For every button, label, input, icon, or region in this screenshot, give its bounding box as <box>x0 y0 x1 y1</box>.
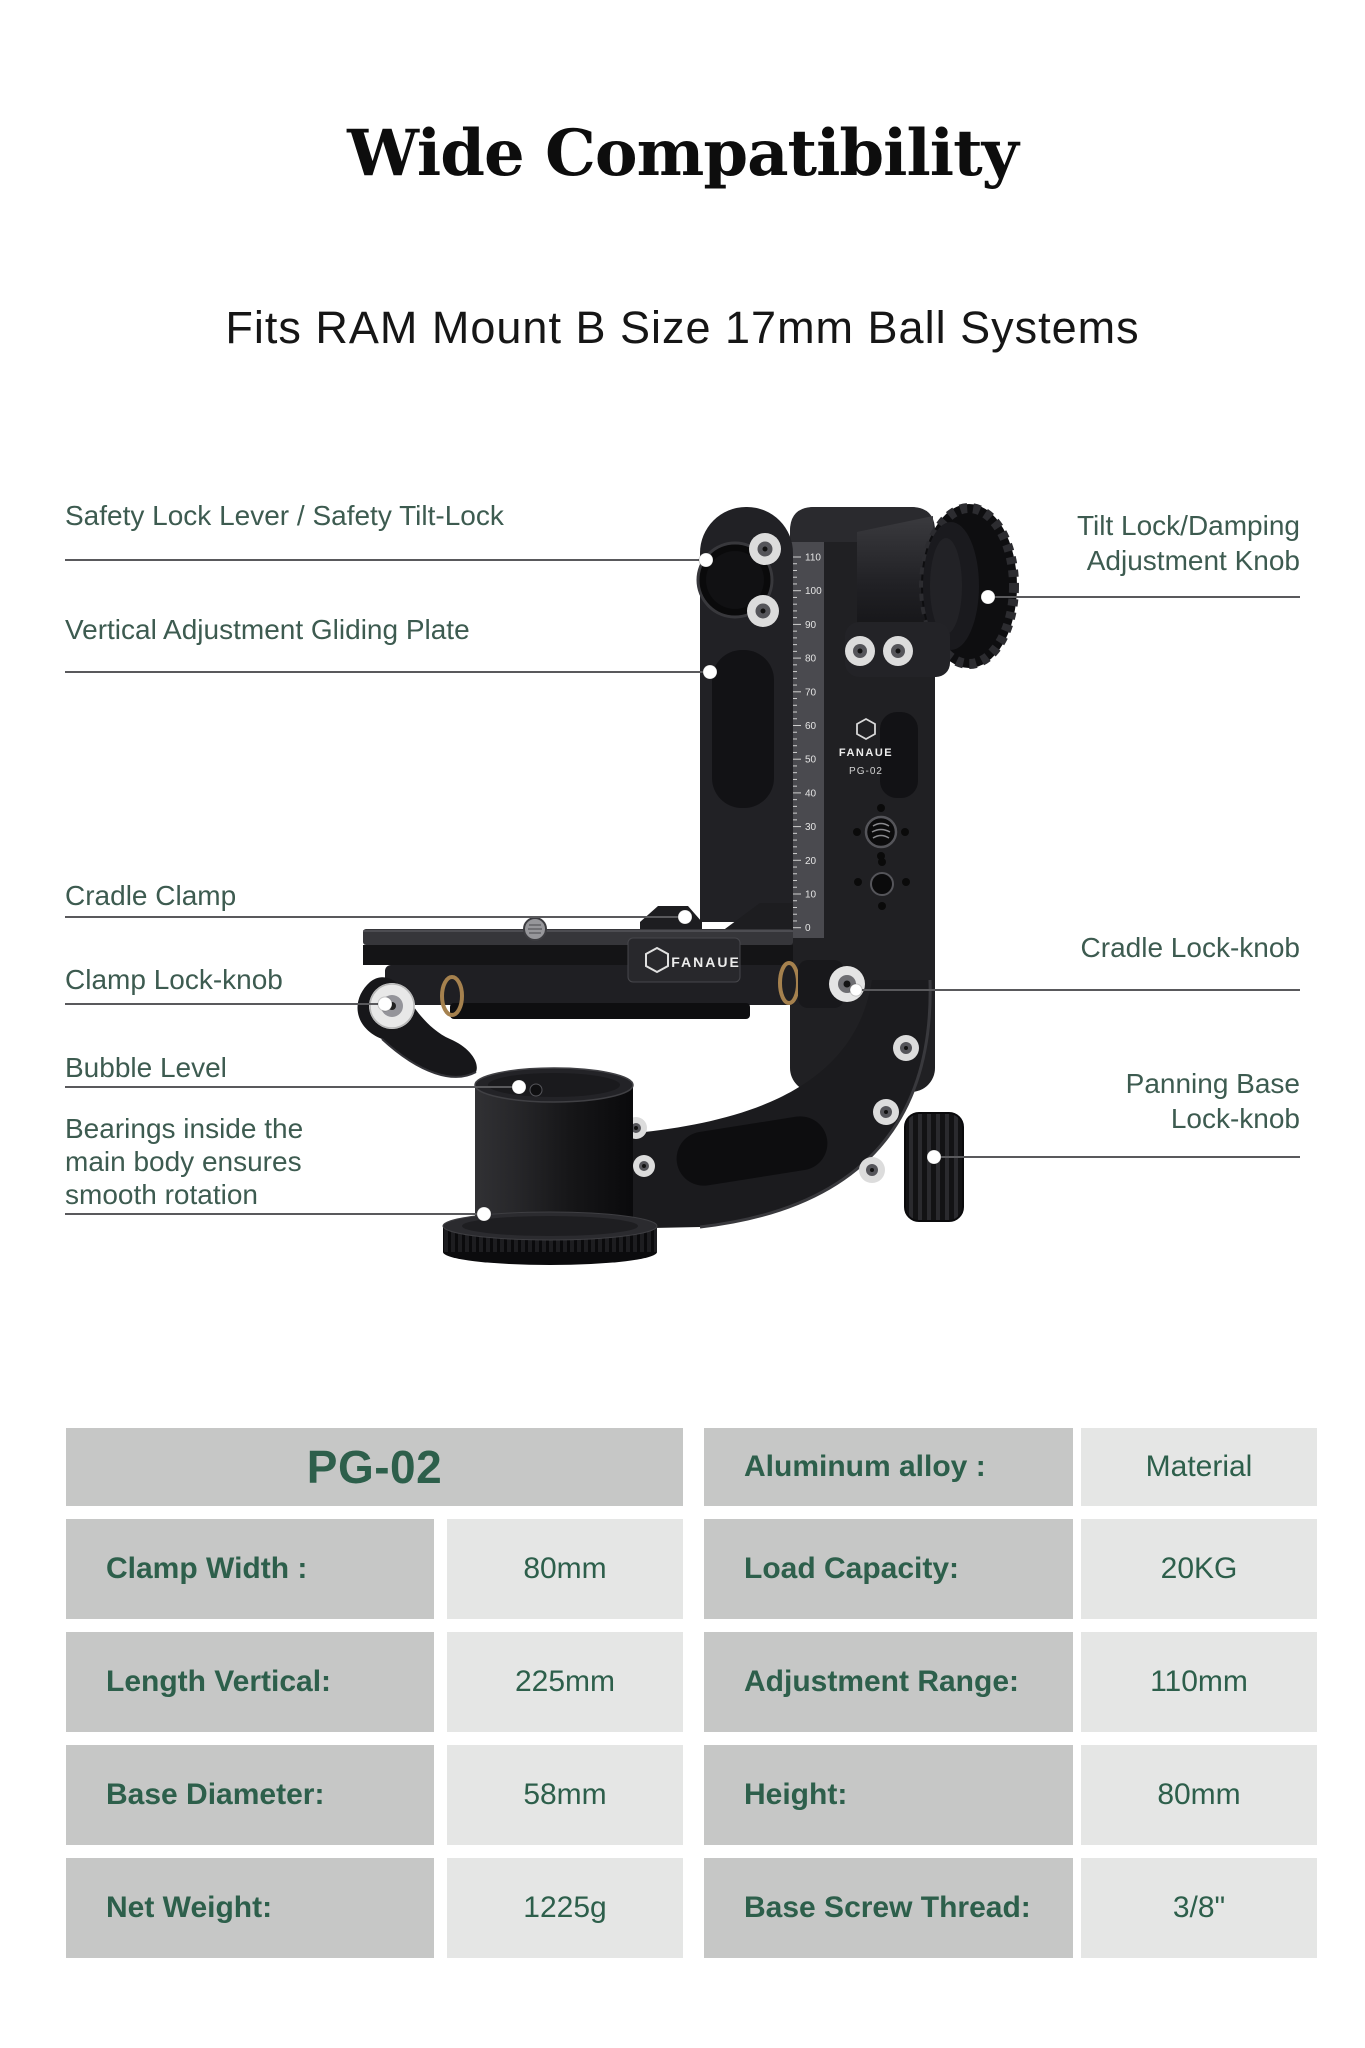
spec-label: Base Diameter: <box>66 1745 434 1845</box>
callout-cradle-clamp: Cradle Clamp <box>65 880 237 911</box>
page-subtitle: Fits RAM Mount B Size 17mm Ball Systems <box>225 302 1140 353</box>
callout-gliding-plate: Vertical Adjustment Gliding Plate <box>65 614 470 645</box>
clamp-brand-badge: FANAUE <box>627 937 741 983</box>
svg-text:80: 80 <box>805 654 817 665</box>
callout-bubble-level: Bubble Level <box>65 1052 227 1083</box>
model-header: PG-02 <box>66 1428 683 1506</box>
spec-value: 80mm <box>1081 1745 1317 1845</box>
brand-text: FANAUE <box>839 747 893 759</box>
curved-arm <box>558 979 964 1230</box>
spec-row-load-capacity: Load Capacity: 20KG <box>704 1519 1317 1619</box>
spec-row-base-diameter: Base Diameter: 58mm <box>66 1745 683 1845</box>
spec-table-right: Aluminum alloy : Material Load Capacity:… <box>704 1428 1317 1971</box>
arm-screws <box>625 1035 919 1183</box>
spec-label: Load Capacity: <box>704 1519 1073 1619</box>
svg-text:40: 40 <box>805 788 817 799</box>
clamp-brand-text: FANAUE <box>671 954 741 970</box>
callout-tilt-lock-knob: Tilt Lock/Damping Adjustment Knob <box>1076 510 1300 576</box>
callout-safety-lock-lever: Safety Lock Lever / Safety Tilt-Lock <box>65 500 504 531</box>
spec-label: Height: <box>704 1745 1073 1845</box>
base-cylinder <box>474 1067 634 1227</box>
spec-row-length-vertical: Length Vertical: 225mm <box>66 1632 683 1732</box>
spec-value: Material <box>1081 1428 1317 1506</box>
spec-row-adjustment-range: Adjustment Range: 110mm <box>704 1632 1317 1732</box>
spec-row-height: Height: 80mm <box>704 1745 1317 1845</box>
spec-label: Net Weight: <box>66 1858 434 1958</box>
svg-text:50: 50 <box>805 755 817 766</box>
svg-text:0: 0 <box>805 923 811 934</box>
model-text: PG-02 <box>849 766 883 777</box>
svg-text:20: 20 <box>805 856 817 867</box>
spec-value: 20KG <box>1081 1519 1317 1619</box>
cradle-lock-knob-part <box>798 960 865 1008</box>
callout-panning-base-lock-knob: Panning Base Lock-knob <box>1125 1068 1300 1134</box>
spec-label: Adjustment Range: <box>704 1632 1073 1732</box>
page-title: Wide Compatibility <box>347 116 1019 191</box>
spec-value: 110mm <box>1081 1632 1317 1732</box>
spec-row-material: Aluminum alloy : Material <box>704 1428 1317 1506</box>
callout-bearings: Bearings inside the main body ensures sm… <box>65 1113 304 1210</box>
svg-text:10: 10 <box>805 890 817 901</box>
spec-row-base-screw-thread: Base Screw Thread: 3/8" <box>704 1858 1317 1958</box>
tilt-lock-knob <box>845 503 1019 677</box>
spec-value: 225mm <box>447 1632 683 1732</box>
spec-value: 1225g <box>447 1858 683 1958</box>
spec-row-clamp-width: Clamp Width : 80mm <box>66 1519 683 1619</box>
head-screws <box>845 636 913 666</box>
brand-badge: FANAUE PG-02 <box>839 717 893 777</box>
callout-clamp-lock-knob: Clamp Lock-knob <box>65 964 283 995</box>
svg-text:30: 30 <box>805 822 817 833</box>
ruler-zero-marker <box>775 922 787 934</box>
svg-text:60: 60 <box>805 721 817 732</box>
svg-text:110: 110 <box>805 553 821 564</box>
svg-text:90: 90 <box>805 620 817 631</box>
bubble-level-inset <box>529 1083 543 1097</box>
spec-value: 80mm <box>447 1519 683 1619</box>
spec-table-left: PG-02 Clamp Width : 80mm Length Vertical… <box>66 1428 683 1971</box>
spec-row-net-weight: Net Weight: 1225g <box>66 1858 683 1958</box>
spec-value: 58mm <box>447 1745 683 1845</box>
panning-lock-knob <box>904 1112 964 1222</box>
svg-text:100: 100 <box>805 586 822 597</box>
callout-cradle-lock-knob: Cradle Lock-knob <box>1080 932 1300 963</box>
spec-label: Aluminum alloy : <box>704 1428 1073 1506</box>
spec-label: Base Screw Thread: <box>704 1858 1073 1958</box>
gliding-plate-head <box>696 507 793 922</box>
spec-value: 3/8" <box>1081 1858 1317 1958</box>
spec-label: Length Vertical: <box>66 1632 434 1732</box>
spec-label: Clamp Width : <box>66 1519 434 1619</box>
svg-text:70: 70 <box>805 687 817 698</box>
panning-base-disc <box>442 1211 658 1265</box>
